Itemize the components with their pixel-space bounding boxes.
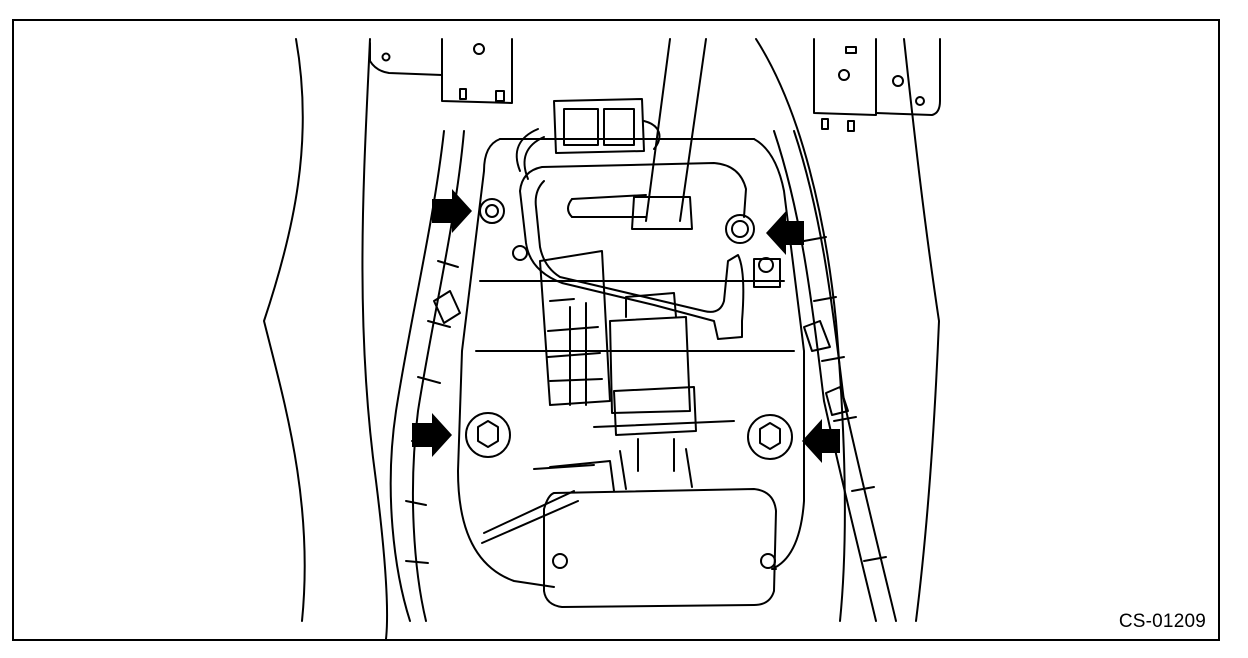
shift-mechanism — [539, 250, 735, 472]
arrow-icon — [802, 419, 840, 463]
lower-housing — [481, 448, 777, 608]
bolt-upper-left — [479, 198, 505, 224]
bolt-lower-right — [747, 414, 793, 460]
wire-connector — [515, 98, 661, 180]
console-outline-left — [263, 38, 389, 639]
figure-frame: CS-01209 — [12, 19, 1220, 641]
bolt-lower-left — [465, 412, 511, 458]
shift-gate-cover — [519, 162, 747, 340]
arrow-icon — [412, 413, 452, 457]
bolt-upper-right — [725, 214, 755, 244]
shifter-assembly-drawing — [263, 38, 941, 639]
arrow-icon — [766, 211, 804, 255]
figure-code: CS-01209 — [1118, 611, 1206, 632]
shift-lever-rod — [631, 38, 707, 230]
shifter-base-plate — [457, 138, 805, 588]
mount-bracket-left — [369, 38, 513, 104]
wire-harness-right — [773, 130, 897, 622]
mount-bracket-right — [813, 38, 941, 132]
console-outline-right — [755, 38, 940, 622]
arrow-icon — [432, 189, 472, 233]
